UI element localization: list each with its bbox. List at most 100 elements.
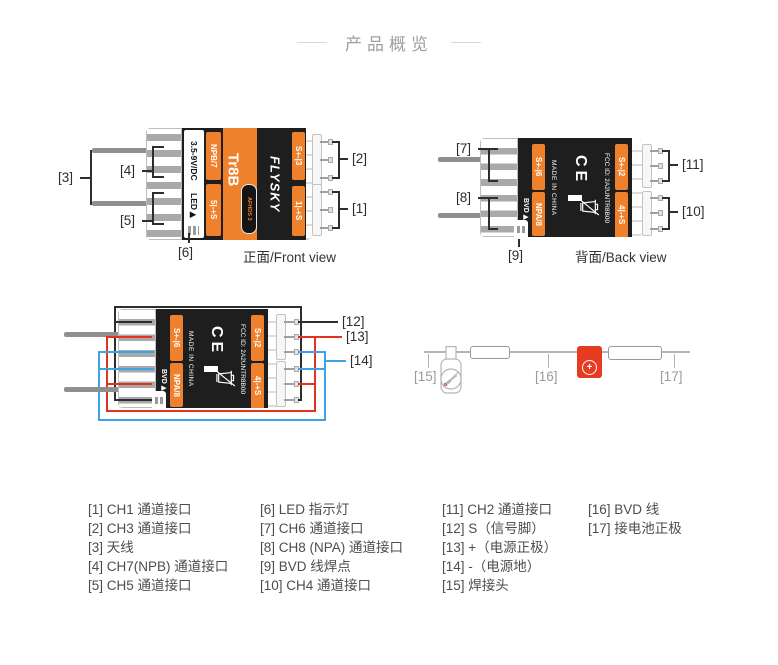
ch4-port-label: 4|-+S <box>615 192 628 237</box>
callout-line <box>662 228 670 230</box>
connector-pin <box>650 163 663 169</box>
legend-item: [11] CH2 通道接口 <box>442 502 553 517</box>
weee-bin-icon <box>214 369 236 387</box>
connector-pin <box>284 349 299 355</box>
antenna <box>64 387 120 392</box>
callout-12: [12] <box>342 314 365 329</box>
callout-line <box>152 176 164 178</box>
callout-line <box>518 239 520 247</box>
voltage-label: 3.5-9V/DC <box>189 141 199 181</box>
callout-2: [2] <box>352 151 368 166</box>
signal-wire-stub <box>114 399 152 401</box>
legend-item: [14] -（电源地） <box>442 559 541 574</box>
connector-pin <box>284 397 299 403</box>
legend-item: [8] CH8 (NPA) 通道接口 <box>260 540 404 555</box>
callout-line <box>662 180 670 182</box>
connector-pin <box>320 139 333 145</box>
legend-item: [17] 接电池正极 <box>588 521 682 536</box>
connector-pin <box>320 225 333 231</box>
callout-line <box>152 146 154 178</box>
legend-item: [5] CH5 通道接口 <box>88 578 192 593</box>
connector-pin <box>650 178 663 184</box>
connector-pin <box>650 210 663 216</box>
signal-wire-stub <box>298 321 338 323</box>
signal-wire-stub <box>298 399 302 401</box>
model-label: Tr8B <box>224 153 242 187</box>
callout-1: [1] <box>352 201 368 216</box>
antenna <box>92 201 148 206</box>
callout-line <box>152 192 154 225</box>
power-wire-red <box>106 336 316 412</box>
antenna <box>64 332 120 337</box>
callout-line <box>662 150 670 152</box>
connector-pin <box>320 175 333 181</box>
callout-line <box>340 158 348 160</box>
legend-item: [10] CH4 通道接口 <box>260 578 372 593</box>
ground-wire-stub <box>98 351 154 353</box>
legend-item: [7] CH6 通道接口 <box>260 521 364 536</box>
signal-wire-black <box>114 306 302 401</box>
ce-mark: CE <box>208 325 225 357</box>
brand-logo: FLYSKY <box>267 155 283 213</box>
positive-tag: + <box>577 346 602 378</box>
front-white-band <box>184 130 204 238</box>
signal-wire-stub <box>114 321 152 323</box>
header-divider-right <box>451 42 481 43</box>
weee-bin-icon <box>578 198 600 216</box>
connector-pin <box>284 381 299 387</box>
receiver-front: 3.5-9V/DC LED▶ NPB/7 5|-+S Tr8B AFHDS 3 … <box>146 128 312 240</box>
callout-11: [11] <box>682 157 704 172</box>
callout-line <box>338 141 340 179</box>
connector-pin <box>320 207 333 213</box>
callout-10: [10] <box>682 204 705 219</box>
led-label: LED▶ <box>189 192 199 220</box>
ground-wire-stub <box>298 368 324 370</box>
callout-9: [9] <box>508 248 524 263</box>
callout-8: [8] <box>456 190 472 205</box>
solder-head-icon <box>440 346 462 394</box>
power-wire-stub <box>106 336 152 338</box>
callout-14: [14] <box>350 353 373 368</box>
npb7-port-label: NPB/7 <box>206 132 221 180</box>
back-view-caption: 背面/Back view <box>575 250 667 265</box>
ground-wire-blue <box>98 351 326 421</box>
ground-wire-stub <box>298 351 324 353</box>
callout-line <box>142 170 154 172</box>
callout-line <box>668 150 670 182</box>
white-bar-mark <box>568 195 582 201</box>
front-right-connector-strip <box>306 128 312 240</box>
plus-icon: + <box>582 360 597 375</box>
connector-pin <box>320 157 333 163</box>
legend-column-1: [1] CH1 通道接口 [2] CH3 通道接口 [3] 天线 [4] CH7… <box>88 500 228 595</box>
callout-line <box>674 354 675 368</box>
ce-mark: CE <box>572 154 589 186</box>
white-bar-mark <box>204 366 218 372</box>
back-left-connector-strip <box>118 309 156 408</box>
legend-column-2: [6] LED 指示灯 [7] CH6 通道接口 [8] CH8 (NPA) 通… <box>260 500 403 595</box>
callout-line <box>152 192 164 194</box>
callout-line <box>488 197 498 199</box>
ch1-port-label: 1|-+S <box>292 186 305 236</box>
legend-item: [13] +（电源正极） <box>442 540 558 555</box>
fcc-id-label: FCC ID: 2A2UNTR8B00 <box>603 152 610 224</box>
antenna <box>438 157 488 162</box>
back-right-connector-strip <box>268 309 278 408</box>
callout-3: [3] <box>58 170 74 185</box>
ch2-port-label: S+-|2 <box>615 144 628 190</box>
ch5-port-label: 5|-+S <box>206 184 221 236</box>
bvd-label: BVD▶ <box>522 197 529 221</box>
power-wire-stub <box>298 383 314 385</box>
callout-line <box>488 148 498 150</box>
receiver-back-wiring: BVD▶ S+-|6 NPA/8 MADE IN CHINA CE FCC ID… <box>118 309 278 408</box>
legend-item: [15] 焊接头 <box>442 578 509 593</box>
callout-line <box>332 191 340 193</box>
ch4-port-label: 4|-+S <box>251 363 264 408</box>
ch2-port-label: S+-|2 <box>251 315 264 361</box>
callout-line <box>670 211 678 213</box>
connector-pin <box>284 334 299 340</box>
legend-column-4: [16] BVD 线 [17] 接电池正极 <box>588 500 682 538</box>
callout-line <box>478 148 488 150</box>
callout-line <box>332 141 340 143</box>
callout-line <box>338 191 340 229</box>
